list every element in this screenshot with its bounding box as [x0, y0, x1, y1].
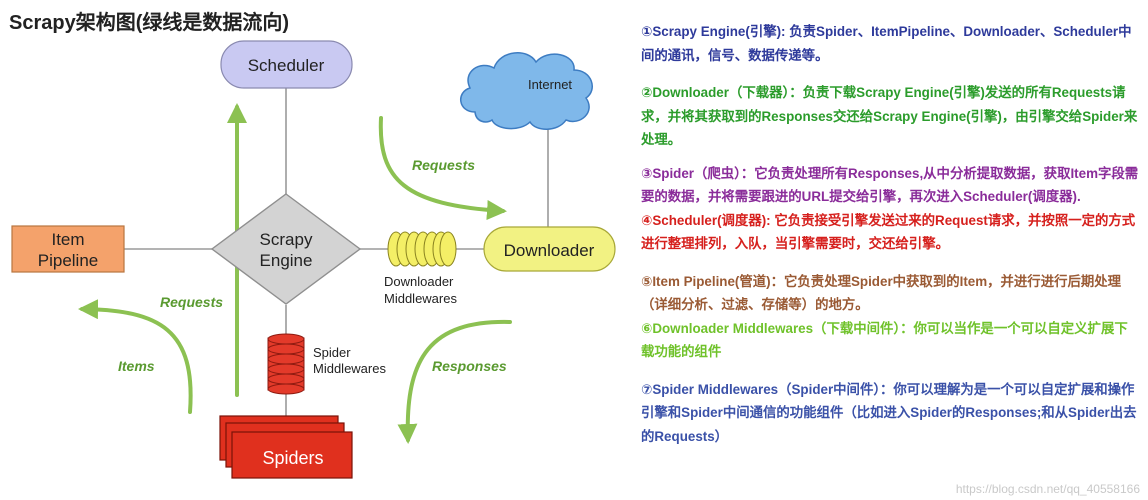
description-downloader-middlewares: ⑥Downloader Middlewares（下载中间件）：你可以当作是一个可… [641, 320, 1128, 360]
downloader-middlewares-coil [387, 231, 457, 267]
watermark-url: https://blog.csdn.net/qq_40558166 [955, 482, 1140, 496]
internet-label: Internet [528, 77, 572, 92]
item-pipeline-node: Item Pipeline [11, 225, 125, 273]
description-spider: ③Spider（爬虫）：它负责处理所有Responses,从中分析提取数据，获取… [641, 165, 1139, 205]
flow-labels: Requests Requests Items Responses [118, 157, 507, 374]
description-engine: ①Scrapy Engine(引擎): 负责Spider、ItemPipelin… [641, 24, 1132, 63]
scrapy-engine-node: Scrapy Engine [210, 193, 362, 305]
spider-middlewares-node: Spider Middlewares [267, 333, 386, 395]
spiders-label: Spiders [262, 448, 323, 468]
internet-node: Internet [460, 52, 593, 130]
component-descriptions: ①Scrapy Engine(引擎): 负责Spider、ItemPipelin… [641, 20, 1141, 448]
description-scheduler: ④Scheduler(调度器): 它负责接受引擎发送过来的Request请求，并… [641, 212, 1136, 252]
downloader-middlewares-label-2: Middlewares [384, 291, 457, 306]
cloud-icon [460, 52, 593, 130]
item-pipeline-label-2: Pipeline [38, 251, 99, 270]
spiders-node: Spiders [219, 415, 353, 479]
page-title: Scrapy架构图(绿线是数据流向) [9, 12, 290, 34]
responses-label: Responses [432, 358, 507, 374]
downloader-node: Downloader [483, 226, 616, 272]
arrow-requests-to-downloader [378, 116, 507, 220]
scheduler-node: Scheduler [220, 40, 353, 89]
spider-middlewares-label-2: Middlewares [313, 361, 386, 376]
description-item-pipeline: ⑤Item Pipeline(管道)：它负责处理Spider中获取到的Item，… [641, 273, 1122, 313]
engine-label-1: Scrapy [260, 230, 313, 249]
spider-middlewares-label-1: Spider [313, 345, 351, 360]
item-pipeline-label-1: Item [51, 230, 84, 249]
scheduler-label: Scheduler [248, 56, 325, 75]
spider-middlewares-stack [267, 333, 305, 395]
requests-left-label: Requests [160, 294, 223, 310]
arrow-responses-down [397, 319, 512, 444]
description-downloader: ②Downloader（下载器）：负责下载Scrapy Engine(引擎)发送… [641, 85, 1138, 147]
arrow-items-to-pipeline [78, 299, 193, 414]
engine-label-2: Engine [260, 251, 313, 270]
downloader-label: Downloader [504, 241, 595, 260]
description-spider-middlewares: ⑦Spider Middlewares（Spider中间件）：你可以理解为是一个… [641, 381, 1137, 444]
scrapy-architecture-diagram: Scheduler Internet Item Pipeline Scrapy … [11, 40, 616, 479]
requests-top-label: Requests [412, 157, 475, 173]
items-label: Items [118, 358, 155, 374]
downloader-middlewares-label-1: Downloader [384, 274, 454, 289]
downloader-middlewares-node: Downloader Middlewares [384, 231, 457, 306]
connector-lines [124, 88, 549, 418]
